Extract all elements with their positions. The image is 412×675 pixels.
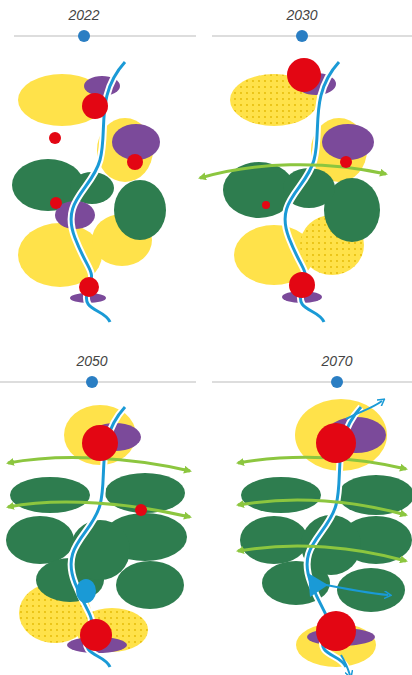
illustration-circle — [340, 156, 352, 168]
illustration-path — [71, 407, 125, 667]
panel-2022 — [12, 62, 166, 322]
illustration-circle — [79, 277, 99, 297]
year-label: 2022 — [68, 7, 99, 23]
illustration-ellipse — [241, 477, 321, 513]
illustration-path — [346, 401, 382, 419]
illustration-path — [71, 407, 125, 667]
illustration-circle — [82, 93, 108, 119]
illustration-path — [308, 573, 328, 597]
illustration-circle — [287, 58, 321, 92]
illustration-path — [8, 502, 190, 517]
illustration-circle — [316, 611, 356, 651]
illustration-circle — [80, 619, 112, 651]
timeline — [0, 30, 412, 388]
illustration-ellipse — [76, 579, 96, 603]
illustration-circle — [86, 376, 98, 388]
illustration-path — [71, 62, 125, 322]
illustration-ellipse — [6, 516, 74, 564]
illustration-circle — [289, 272, 315, 298]
year-label: 2030 — [286, 7, 317, 23]
illustration-ellipse — [337, 568, 405, 612]
illustration-circle — [78, 30, 90, 42]
illustration-line — [212, 382, 412, 383]
illustration-ellipse — [70, 520, 130, 580]
illustration-path — [238, 500, 406, 515]
illustration-line — [212, 36, 412, 37]
illustration-circle — [331, 376, 343, 388]
illustration-circle — [50, 197, 62, 209]
panel-2030 — [200, 58, 386, 322]
illustration-circle — [82, 425, 118, 461]
illustration-circle — [316, 423, 356, 463]
panel-2050 — [6, 405, 190, 667]
illustration-circle — [135, 504, 147, 516]
illustration-circle — [127, 154, 143, 170]
illustration-ellipse — [322, 124, 374, 160]
illustration-path — [238, 546, 406, 561]
illustration-path — [341, 655, 350, 675]
illustration-path — [307, 407, 361, 667]
illustration-line — [14, 36, 196, 37]
illustration-ellipse — [10, 477, 90, 513]
illustration-ellipse — [114, 180, 166, 240]
illustration-path — [200, 165, 386, 178]
illustration-path — [238, 457, 406, 469]
illustration-path — [285, 62, 339, 322]
illustration-path — [307, 407, 361, 667]
year-label: 2070 — [321, 353, 352, 369]
illustration-ellipse — [116, 561, 184, 609]
illustration-circle — [49, 132, 61, 144]
year-label: 2050 — [76, 353, 107, 369]
illustration-ellipse — [240, 516, 308, 564]
illustration-ellipse — [295, 399, 387, 471]
illustration-path — [71, 62, 125, 322]
illustration-circle — [296, 30, 308, 42]
illustration-circle — [262, 201, 270, 209]
panel-2070 — [238, 399, 412, 675]
illustration-path — [285, 62, 339, 322]
